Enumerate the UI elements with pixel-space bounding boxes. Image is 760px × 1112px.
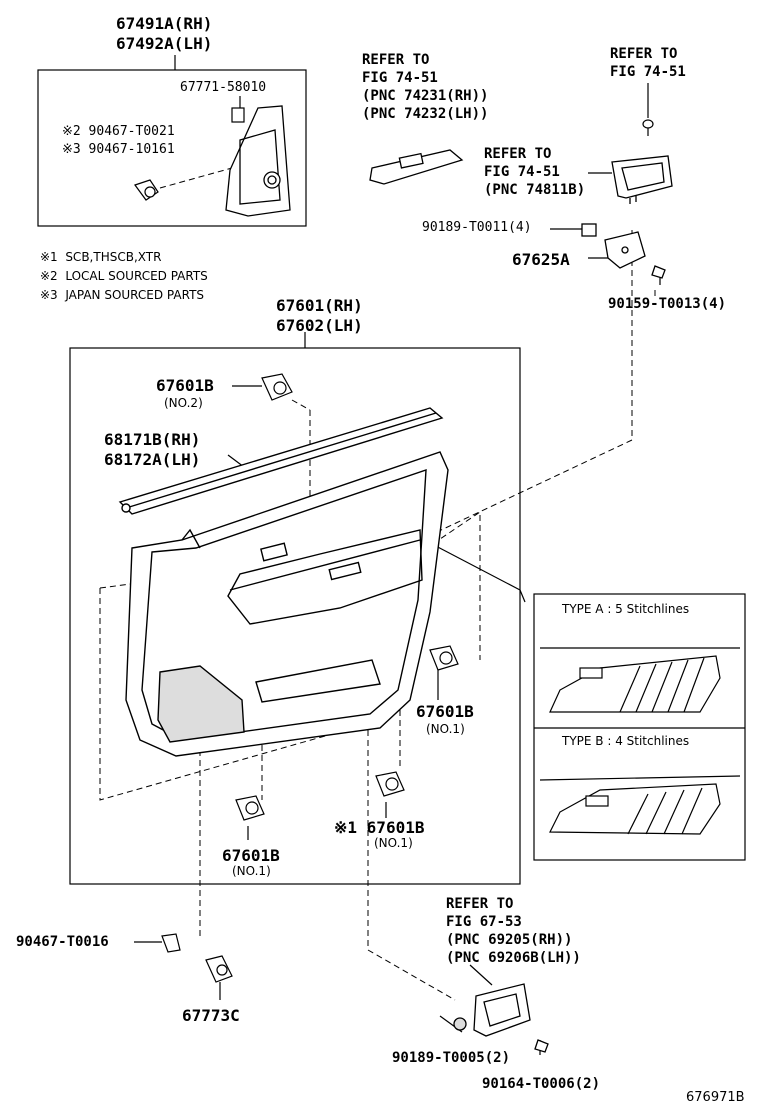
label-panel-rh: 67601(RH) (276, 296, 363, 315)
label-clip-right: 67601B (416, 702, 474, 721)
label-part-67773c: 67773C (182, 1006, 240, 1025)
label-refer1-line2: FIG 74-51 (362, 70, 438, 86)
upper-trim-box (37, 69, 307, 227)
label-note2-part: ※2 90467-T0021 (62, 124, 175, 139)
figure-id: 676971B (686, 1090, 745, 1105)
label-clip-bottom-mid-sub: (NO.1) (374, 836, 413, 850)
screw-icon (642, 119, 654, 136)
label-part-90159: 90159-T0013(4) (608, 296, 727, 312)
clip-icon (134, 107, 245, 201)
label-clip-67771: 67771-58010 (180, 80, 267, 95)
pocket-part (611, 155, 673, 204)
label-part-90164: 90164-T0006(2) (482, 1076, 601, 1092)
label-type-b: TYPE B : 4 Stitchlines (562, 734, 690, 748)
clip-icon (161, 373, 459, 983)
label-weatherstrip-lh: 68172A(LH) (104, 450, 201, 469)
label-refer1-line3: (PNC 74231(RH)) (362, 88, 489, 104)
label-refer2-line1: REFER TO (610, 46, 678, 62)
weatherstrip-part (118, 407, 444, 515)
label-refer3-line3: (PNC 74811B) (484, 182, 586, 198)
label-note1: ※1 SCB,THSCB,XTR (40, 250, 162, 264)
upper-trim-piece (225, 105, 291, 217)
label-refer4-line4: (PNC 69206B(LH)) (446, 950, 581, 966)
label-note3-part: ※3 90467-10161 (62, 142, 175, 157)
label-trim-top-lh: 67492A(LH) (116, 34, 213, 53)
label-refer2-line2: FIG 74-51 (610, 64, 686, 80)
label-refer3-line1: REFER TO (484, 146, 552, 162)
label-clip-right-sub: (NO.1) (426, 722, 465, 736)
label-refer3-line2: FIG 74-51 (484, 164, 560, 180)
label-part-90189-bottom: 90189-T0005(2) (392, 1050, 511, 1066)
door-trim-panel (125, 451, 449, 757)
label-clip-no2: 67601B (156, 376, 214, 395)
label-note2: ※2 LOCAL SOURCED PARTS (40, 269, 208, 283)
bracket-part (581, 223, 666, 279)
label-refer1-line1: REFER TO (362, 52, 430, 68)
label-clip-bottom-left: 67601B (222, 846, 280, 865)
label-panel-lh: 67602(LH) (276, 316, 363, 335)
type-variant-box (533, 593, 746, 861)
label-refer1-line4: (PNC 74232(LH)) (362, 106, 489, 122)
label-trim-top-rh: 67491A(RH) (116, 14, 213, 33)
label-part-90189-top: 90189-T0011(4) (422, 220, 532, 235)
label-clip-bottom-left-sub: (NO.1) (232, 864, 271, 878)
type-a-illustration (540, 647, 740, 713)
label-refer4-line1: REFER TO (446, 896, 514, 912)
label-part-67625a: 67625A (512, 250, 570, 269)
label-weatherstrip-rh: 68171B(RH) (104, 430, 201, 449)
inside-handle-part (453, 983, 549, 1053)
label-refer4-line2: FIG 67-53 (446, 914, 522, 930)
label-clip-bottom-mid: ※1 67601B (334, 818, 425, 837)
label-clip-no2-sub: (NO.2) (164, 396, 203, 410)
switch-base-part (369, 149, 464, 185)
panel-box (69, 347, 521, 885)
label-type-a: TYPE A : 5 Stitchlines (562, 602, 690, 616)
label-refer4-line3: (PNC 69205(RH)) (446, 932, 573, 948)
label-part-90467-t0016: 90467-T0016 (16, 934, 109, 950)
label-note3: ※3 JAPAN SOURCED PARTS (40, 288, 205, 302)
type-b-illustration (539, 775, 741, 835)
